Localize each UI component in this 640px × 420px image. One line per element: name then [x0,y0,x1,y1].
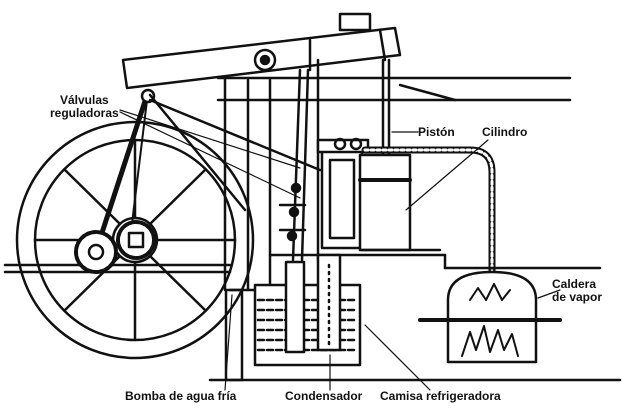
valve-gear [278,58,320,262]
label-condensador: Condensador [285,389,363,403]
condenser-tank [253,253,362,367]
floor-lines [3,263,622,382]
valve-chest [316,137,370,250]
leader-lines [119,109,561,391]
sun-and-planet-gears [74,88,322,274]
label-valvulas-reguladoras: Válvulas reguladoras [50,94,119,120]
label-camisa: Camisa refrigeradora [380,389,501,403]
cylinder [358,58,442,252]
building-frame [216,76,572,292]
label-caldera-text: Caldera de vapor [552,277,603,304]
boiler [418,270,562,364]
platform [224,253,602,382]
label-cilindro: Cilindro [482,125,528,139]
walking-beam [121,12,402,90]
label-piston: Pistón [418,125,455,139]
label-caldera: Caldera de vapor [552,278,602,304]
label-valvulas-text: Válvulas reguladoras [50,93,119,120]
label-bomba: Bomba de agua fría [125,389,237,403]
steam-pipe [361,146,496,279]
